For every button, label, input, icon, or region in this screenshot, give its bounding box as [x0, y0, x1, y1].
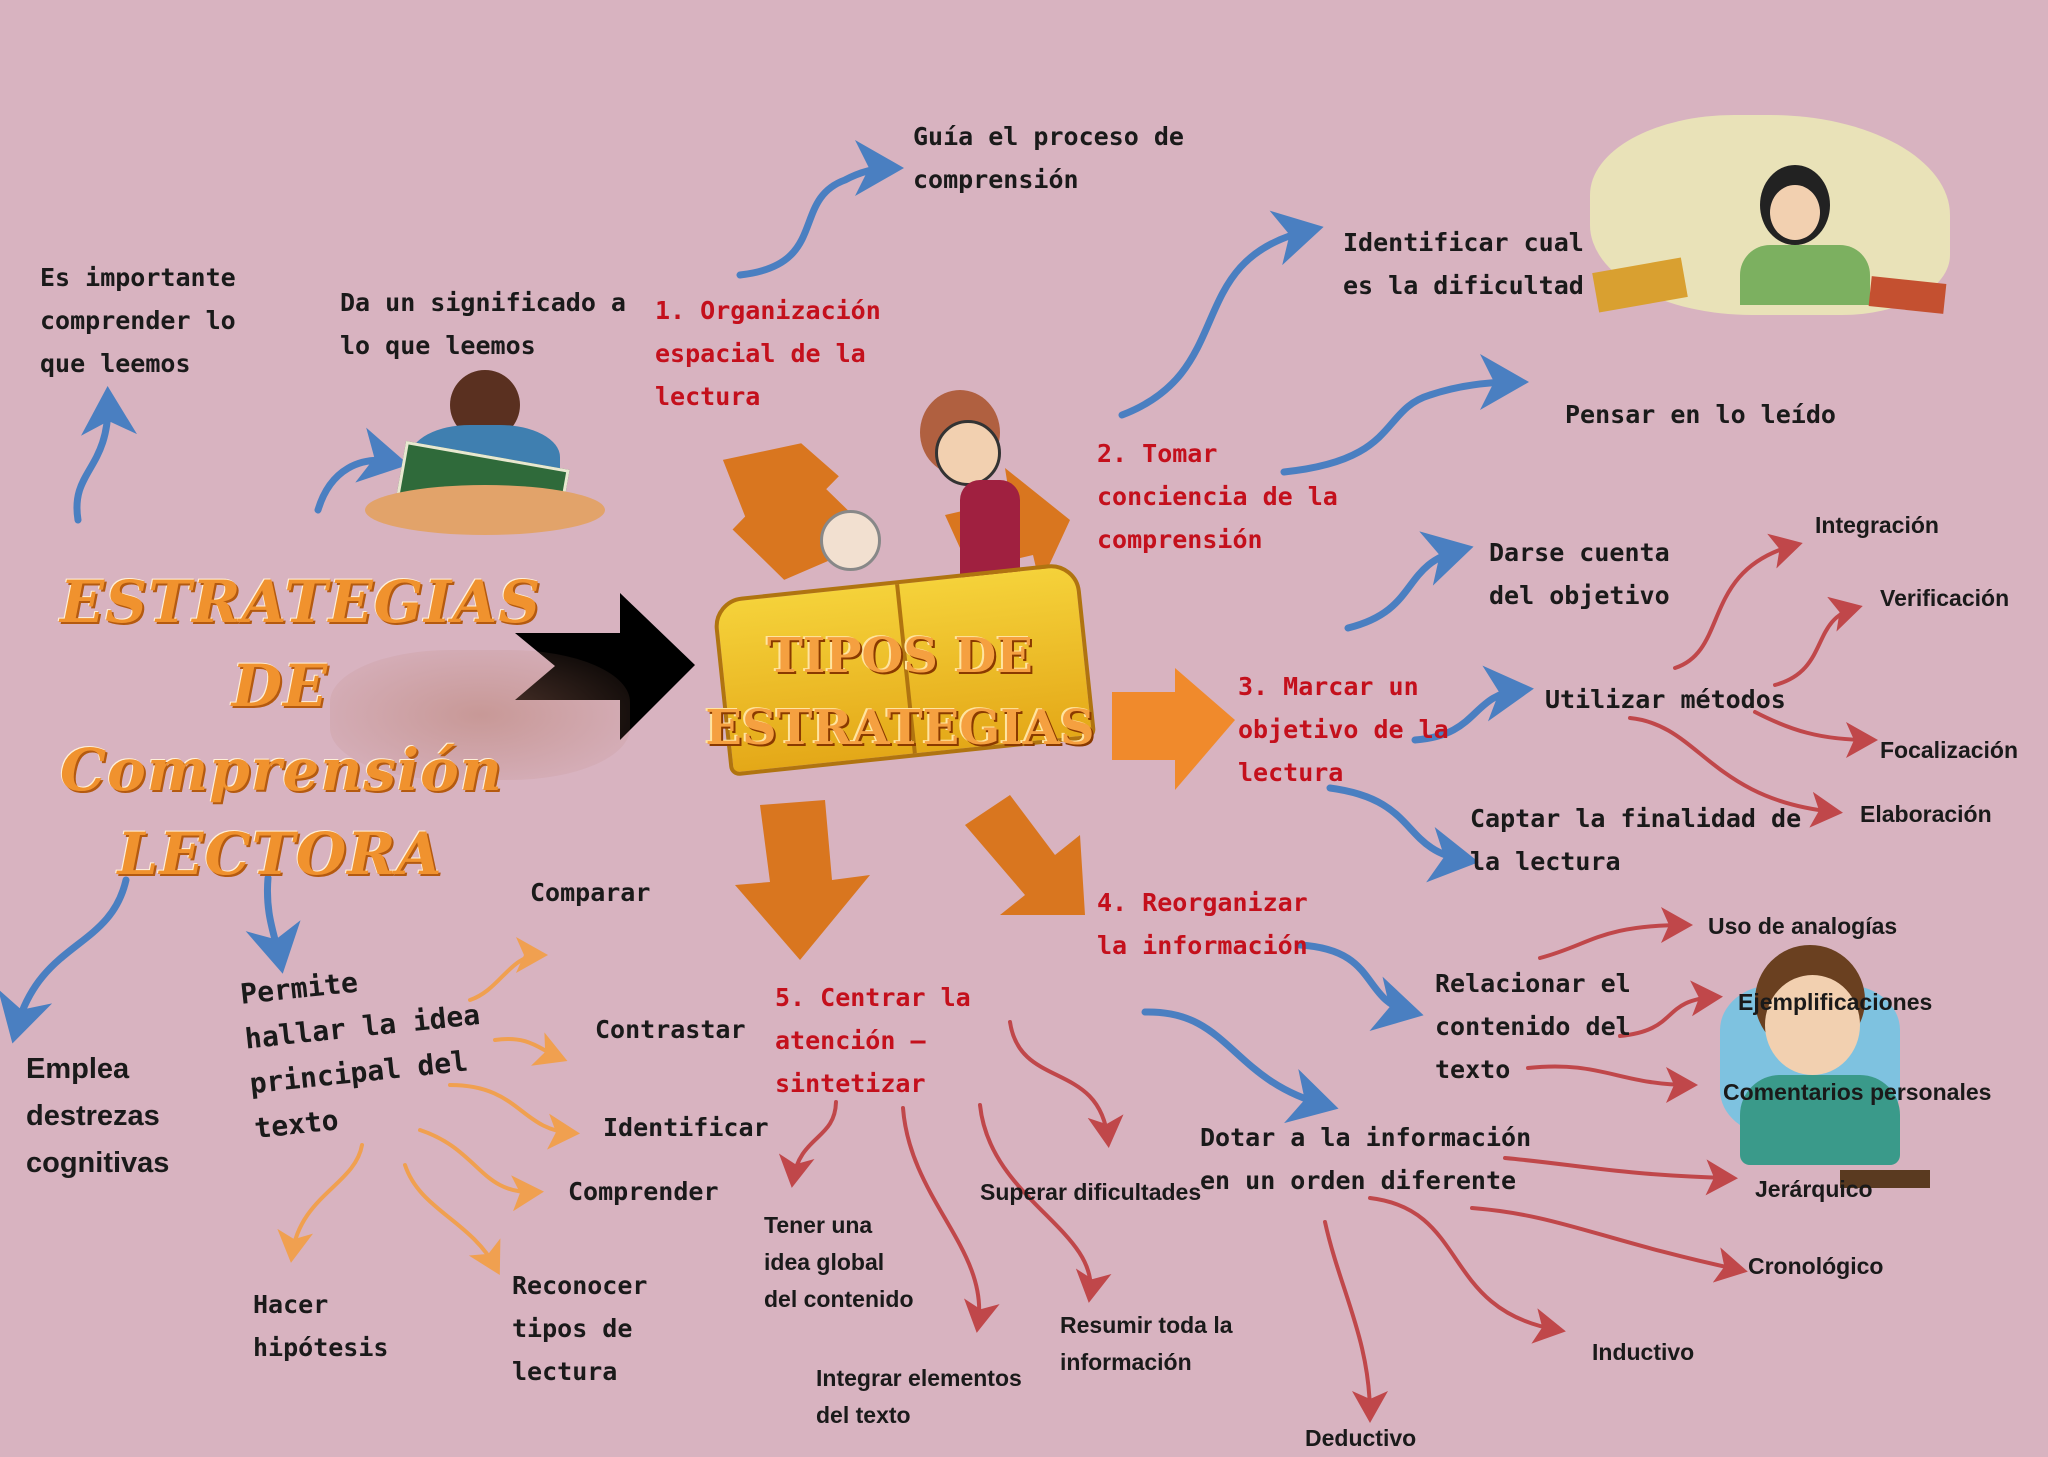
relate-comentarios: Comentarios personales: [1723, 1079, 1992, 1105]
main-black-arrow: [515, 593, 695, 740]
node-meaning: Da un significado a lo que leemos: [340, 288, 626, 360]
node-compare: Comparar: [530, 878, 651, 907]
arrow-to-cronologico: [1470, 1206, 1748, 1283]
node-summarize: Resumir toda la información: [1060, 1312, 1233, 1375]
order-inductivo: Inductivo: [1592, 1339, 1695, 1365]
node-purpose: Captar la finalidad de la lectura: [1470, 804, 1802, 876]
strategy-4: 4. Reorganizar la información: [1097, 888, 1308, 960]
confused-boy-illustration: [1720, 945, 1930, 1195]
method-focalizacion: Focalización: [1880, 737, 2019, 763]
arrow-to-identify-difficulty: [1118, 210, 1324, 419]
arrow-to-global: [778, 1100, 838, 1188]
node-guide: Guía el proceso de comprensión: [913, 122, 1184, 194]
node-overcome: Superar dificultades: [980, 1179, 1202, 1205]
node-recognize: Reconocer tipos de lectura: [512, 1271, 648, 1386]
node-methods: Utilizar métodos: [1545, 685, 1786, 714]
arrow-to-contrast: [493, 1032, 568, 1066]
strategy-1: 1. Organización espacial de la lectura: [655, 296, 881, 411]
block-arrow-right: [1112, 668, 1235, 790]
arrow-to-meaning: [314, 427, 409, 514]
arrow-to-jerarquico: [1503, 1156, 1738, 1196]
node-understand: Comprender: [568, 1177, 719, 1206]
arrow-to-focalizacion: [1753, 710, 1878, 758]
arrow-to-recognize: [403, 1163, 501, 1276]
method-elaboracion: Elaboración: [1860, 801, 1992, 827]
node-main-idea: Permite hallar la idea principal del tex…: [238, 965, 482, 1146]
block-arrow-downright: [965, 795, 1085, 915]
node-contrast: Contrastar: [595, 1015, 746, 1044]
arrow-to-comentarios: [1526, 1064, 1698, 1103]
order-deductivo: Deductivo: [1305, 1425, 1417, 1451]
main-title: ESTRATEGIAS DE Comprensión LECTORA: [60, 568, 542, 888]
node-identify: Identificar: [603, 1113, 769, 1142]
arrow-to-understand: [418, 1128, 544, 1212]
order-cronologico: Cronológico: [1748, 1253, 1884, 1279]
arrow-to-inductivo: [1368, 1196, 1566, 1344]
node-integrate: Integrar elementos del texto: [816, 1365, 1022, 1428]
arrow-to-guide: [736, 140, 904, 279]
arrow-to-summarize: [978, 1103, 1112, 1303]
node-importance: Es importante comprender lo que leemos: [40, 263, 236, 378]
arrow-to-integrate: [901, 1106, 1000, 1333]
arrow-to-main-idea: [245, 874, 301, 974]
arrow-to-hypothesis: [277, 1143, 364, 1263]
node-order: Dotar a la información en un orden difer…: [1200, 1123, 1532, 1195]
node-hypothesis: Hacer hipótesis: [253, 1290, 389, 1362]
arrow-to-purpose: [1326, 784, 1479, 883]
arrow-to-analogias: [1538, 907, 1693, 960]
arrow-to-order: [1141, 1008, 1339, 1124]
order-jerarquico: Jerárquico: [1755, 1176, 1873, 1202]
node-objective: Darse cuenta del objetivo: [1489, 538, 1670, 610]
arrow-to-skills: [0, 876, 130, 1044]
arrow-to-compare: [468, 937, 548, 1002]
arrow-to-think: [1280, 354, 1529, 476]
strategy-5: 5. Centrar la atención – sintetizar: [775, 983, 971, 1098]
child-reading-illustration: [360, 370, 610, 540]
arrow-to-deductivo: [1323, 1220, 1388, 1423]
strategy-3: 3. Marcar un objetivo de la lectura: [1238, 672, 1449, 787]
node-skills: Emplea destrezas cognitivas: [26, 1053, 170, 1179]
arrow-to-importance: [73, 386, 137, 524]
title-reflection: [330, 650, 630, 780]
node-identify-difficulty: Identificar cual es la dificultad: [1343, 228, 1584, 300]
arrow-to-ejemplificaciones: [1618, 980, 1723, 1038]
method-integracion: Integración: [1815, 512, 1939, 538]
arrow-to-verificacion: [1773, 596, 1863, 687]
thinking-girl-illustration: [1590, 115, 1950, 325]
strategy-2: 2. Tomar conciencia de la comprensión: [1097, 439, 1338, 554]
relate-ejemplificaciones: Ejemplificaciones: [1738, 989, 1933, 1015]
node-relate: Relacionar el contenido del texto: [1435, 969, 1631, 1084]
node-think: Pensar en lo leído: [1565, 400, 1836, 429]
arrow-to-relate: [1296, 941, 1424, 1032]
method-verificacion: Verificación: [1880, 585, 2010, 611]
center-title: TIPOS DE ESTRATEGIAS: [705, 628, 1095, 756]
arrow-to-overcome: [1008, 1020, 1124, 1148]
block-arrow-down: [735, 800, 870, 960]
node-global: Tener una idea global del contenido: [764, 1212, 914, 1312]
arrow-to-elaboracion: [1628, 716, 1843, 828]
arrow-to-integracion: [1673, 533, 1803, 670]
arrow-to-methods: [1411, 665, 1534, 744]
arrow-to-objective: [1344, 531, 1474, 632]
arrow-to-identify: [448, 1083, 580, 1150]
relate-analogias: Uso de analogías: [1708, 913, 1898, 939]
